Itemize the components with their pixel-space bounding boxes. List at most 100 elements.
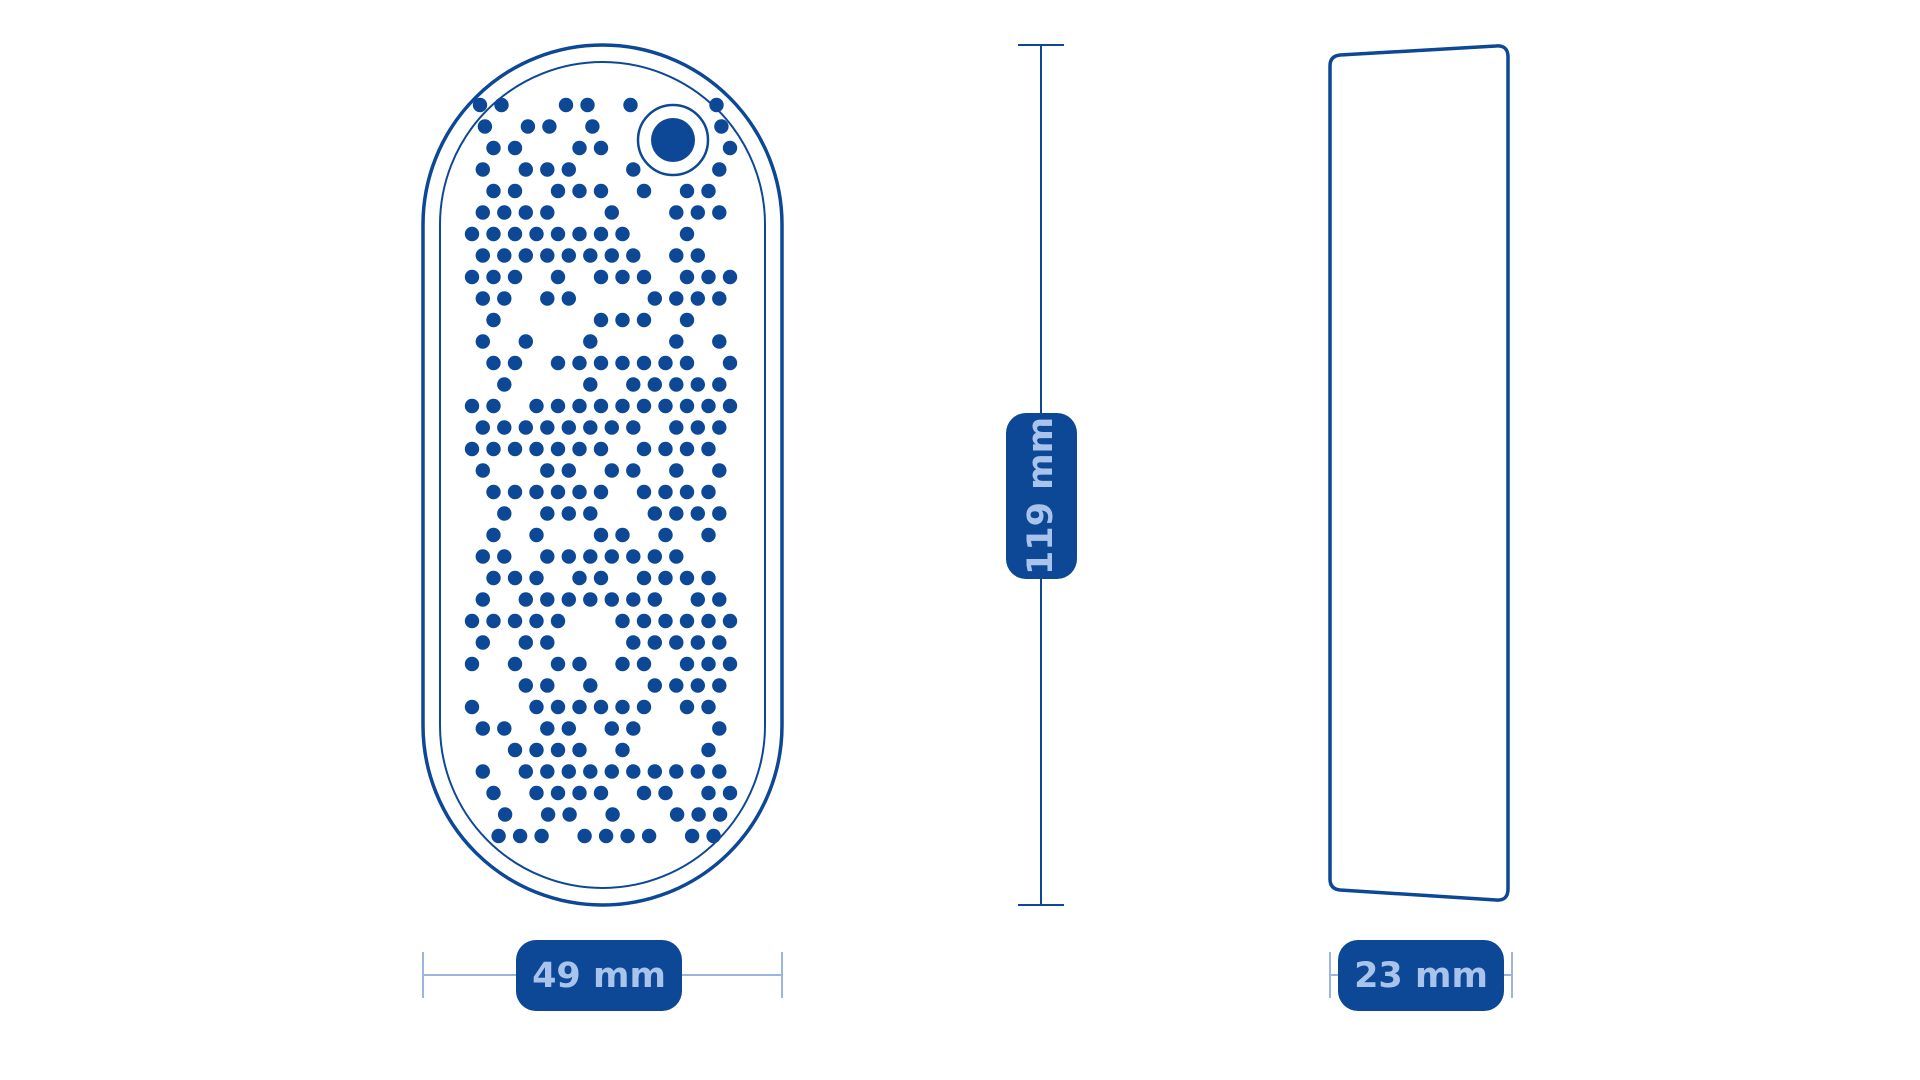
grille-dot xyxy=(475,635,490,650)
grille-dot xyxy=(615,398,630,414)
grille-dot xyxy=(636,183,652,199)
grille-dot xyxy=(583,377,598,392)
grille-dot xyxy=(593,183,609,199)
grille-dot xyxy=(572,570,587,586)
grille-dot xyxy=(615,613,630,629)
grille-dot xyxy=(507,226,523,242)
grille-dot xyxy=(542,119,557,134)
grille-dot xyxy=(636,699,652,715)
grille-dot xyxy=(604,721,619,736)
grille-dot xyxy=(491,828,506,844)
grille-dot xyxy=(507,183,523,199)
grille-dot xyxy=(550,699,566,715)
grille-dot xyxy=(486,183,501,199)
grille-dot xyxy=(615,699,630,715)
grille-dot xyxy=(626,592,641,607)
grille-dot xyxy=(701,699,716,715)
grille-dot xyxy=(679,226,695,242)
grille-dot xyxy=(593,785,609,801)
grille-dot xyxy=(658,484,673,500)
grille-dot xyxy=(690,248,705,263)
grille-dot xyxy=(712,162,727,177)
grille-dot xyxy=(641,828,657,844)
grille-dot xyxy=(684,828,700,844)
grille-dot xyxy=(722,355,738,371)
grille-dot xyxy=(475,420,490,435)
grille-dot xyxy=(464,699,480,715)
grille-dot xyxy=(561,764,576,779)
grille-dot xyxy=(550,355,566,371)
grille-dot xyxy=(604,592,619,607)
grille-dot xyxy=(497,205,512,220)
grille-dot xyxy=(518,635,533,650)
grille-dot xyxy=(550,441,566,457)
grille-dot xyxy=(486,269,501,285)
grille-dot xyxy=(540,162,555,177)
grille-dot xyxy=(572,226,587,242)
grille-dot xyxy=(475,334,490,349)
grille-dot xyxy=(497,549,512,564)
grille-dot xyxy=(691,807,706,822)
grille-dot xyxy=(486,355,501,371)
grille-dot xyxy=(647,506,662,521)
grille-dot xyxy=(669,377,684,392)
grille-dot xyxy=(593,484,609,500)
grille-dot xyxy=(593,140,609,156)
grille-dot xyxy=(529,785,544,801)
height-label-pill xyxy=(1006,413,1077,579)
grille-dot xyxy=(679,183,695,199)
grille-dot xyxy=(550,742,566,758)
grille-dot xyxy=(486,441,501,457)
grille-dot xyxy=(561,248,576,263)
grille-dot xyxy=(583,334,598,349)
grille-dot xyxy=(615,527,630,543)
grille-dot xyxy=(658,355,673,371)
grille-dot xyxy=(706,828,721,844)
grille-dot xyxy=(658,527,673,543)
grille-dot xyxy=(572,484,587,500)
grille-dot xyxy=(561,506,576,521)
grille-dot xyxy=(615,656,630,672)
grille-dot xyxy=(636,785,652,801)
grille-dot xyxy=(658,570,673,586)
grille-dot xyxy=(722,656,738,672)
grille-dot xyxy=(512,828,528,844)
grille-dot xyxy=(593,570,609,586)
grille-dot xyxy=(701,742,716,758)
grille-dot xyxy=(690,635,705,650)
grille-dot xyxy=(647,635,662,650)
depth-dimension: 23 mm xyxy=(1329,940,1513,1011)
grille-dot xyxy=(658,785,673,801)
grille-dot xyxy=(615,742,630,758)
grille-dot xyxy=(518,162,533,177)
width-label-pill xyxy=(516,940,682,1011)
grille-dot xyxy=(561,592,576,607)
grille-dot xyxy=(583,506,598,521)
grille-dot xyxy=(583,678,598,693)
grille-dot xyxy=(475,549,490,564)
grille-dot xyxy=(540,248,555,263)
grille-dot xyxy=(722,785,738,801)
grille-dot xyxy=(712,592,727,607)
grille-dot xyxy=(626,549,641,564)
grille-dot xyxy=(558,97,574,113)
grille-dot xyxy=(486,484,501,500)
grille-dot xyxy=(701,484,716,500)
grille-dot xyxy=(701,613,716,629)
grille-dot xyxy=(647,764,662,779)
grille-dot xyxy=(518,248,533,263)
grille-dot xyxy=(647,377,662,392)
grille-dot xyxy=(722,140,738,156)
grille-dot xyxy=(615,269,630,285)
grille-dot xyxy=(604,764,619,779)
grille-dot xyxy=(604,549,619,564)
grille-dot xyxy=(709,97,724,113)
grille-dot xyxy=(464,226,480,242)
grille-dot xyxy=(604,463,619,478)
grille-dot xyxy=(475,463,490,478)
grille-dot xyxy=(712,721,727,736)
grille-dot xyxy=(658,613,673,629)
grille-dot xyxy=(497,420,512,435)
grille-dot xyxy=(540,764,555,779)
